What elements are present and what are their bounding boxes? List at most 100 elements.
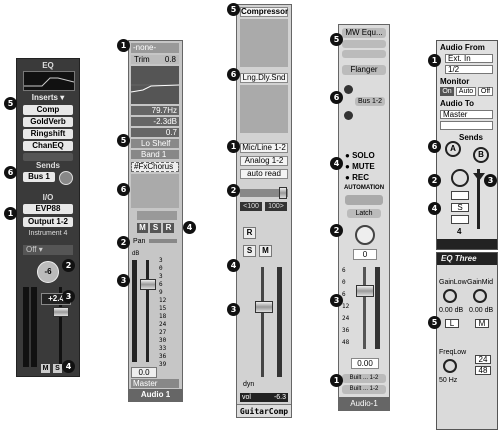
pan-right-readout: 100> [265, 202, 287, 211]
slope-24-button[interactable]: 24 [475, 355, 491, 364]
callout-marker: 3 [330, 294, 343, 307]
volume-fader[interactable] [53, 307, 69, 317]
pan-control[interactable] [149, 239, 177, 243]
pan-slider-handle[interactable] [279, 187, 287, 199]
record-button[interactable]: R [243, 227, 256, 239]
protools-channel-strip: Compressor Lng.Dly.Snd Mic/Line 1-2 Anal… [236, 4, 292, 418]
automation-mode[interactable]: Off ▾ [23, 245, 73, 255]
output-select[interactable]: Analog 1-2 [240, 156, 288, 166]
mute-button[interactable]: M [137, 223, 148, 233]
input-select[interactable]: Mic/Line 1-2 [240, 143, 288, 153]
callout-marker: 2 [117, 236, 130, 249]
track-activator[interactable] [451, 191, 469, 200]
track-name[interactable]: Audio 1 [129, 389, 182, 401]
solo-button[interactable]: S [53, 364, 62, 373]
insert-empty-slot[interactable] [342, 50, 386, 58]
automation-label: AUTOMATION [343, 185, 385, 191]
send-a-knob[interactable]: A [445, 141, 461, 157]
sends-label: Sends [459, 133, 484, 142]
output-select[interactable]: Built ... 1-2 [342, 385, 386, 394]
volume-fader-track [146, 260, 149, 362]
callout-marker: 1 [117, 39, 130, 52]
insert-slot[interactable]: MW Equ... [342, 28, 386, 38]
slope-48-button[interactable]: 48 [475, 366, 491, 375]
input-source-select[interactable]: Ext. In [445, 54, 493, 63]
eq-display[interactable] [23, 71, 75, 91]
eq-graph[interactable] [130, 66, 180, 104]
insert-slot[interactable]: Compressor [240, 7, 289, 17]
automation-mode[interactable]: auto read [240, 169, 288, 179]
solo-button[interactable]: S [150, 223, 161, 233]
audio-from-label: Audio From [440, 43, 485, 52]
mute-button[interactable]: M [259, 245, 272, 257]
input-select[interactable]: Built ... 1-2 [342, 374, 386, 383]
send-b-knob[interactable]: B [473, 147, 489, 163]
send-slot[interactable]: Bus 1 [23, 172, 55, 182]
low-on-button[interactable]: L [445, 319, 459, 328]
volume-fader[interactable] [473, 173, 485, 181]
transport-mini-buttons[interactable] [137, 211, 177, 220]
rec-toggle[interactable]: ● REC [345, 173, 369, 182]
pan-knob[interactable] [451, 169, 469, 187]
mute-toggle[interactable]: ● MUTE [345, 162, 375, 171]
insert-slot[interactable]: -none- [131, 43, 179, 53]
insert-slot[interactable]: GoldVerb [23, 117, 73, 127]
gain-readout[interactable]: -2.3dB [131, 117, 179, 126]
pan-knob[interactable] [355, 225, 375, 245]
gain-mid-label: GainMid [467, 279, 494, 286]
send-level-knob[interactable] [344, 85, 353, 94]
monitor-off-button[interactable]: Off [478, 87, 493, 96]
freq-low-knob[interactable] [443, 359, 457, 373]
band-shelf-select[interactable]: Lo Shelf [131, 139, 179, 148]
send-slot[interactable]: Bus 1-2 [355, 97, 385, 106]
pan-knob[interactable]: -6 [37, 261, 59, 283]
output-channel-select[interactable] [440, 121, 493, 130]
mid-on-button[interactable]: M [475, 319, 489, 328]
solo-toggle[interactable]: ● SOLO [345, 151, 375, 160]
monitor-on-button[interactable]: On [440, 87, 454, 96]
automation-mode[interactable]: Latch [347, 209, 381, 218]
insert-slot[interactable]: Ringshift [23, 129, 73, 139]
gain-low-knob[interactable] [443, 289, 457, 303]
output-select[interactable]: Master [131, 379, 179, 388]
pan-slider[interactable] [240, 189, 288, 197]
mute-button[interactable]: M [41, 364, 50, 373]
input-slot[interactable]: EVP88 [23, 204, 73, 214]
q-readout[interactable]: 0.7 [131, 128, 179, 137]
output-slot[interactable]: Output 1-2 [23, 217, 73, 227]
freq-readout[interactable]: 79.7Hz [131, 106, 179, 115]
insert-slot[interactable]: ChanEQ [23, 141, 73, 151]
insert-slot-empty[interactable] [23, 153, 73, 161]
empty-insert-area [131, 174, 179, 208]
arm-button[interactable] [451, 215, 469, 224]
automation-buttons[interactable] [345, 195, 383, 205]
band-select[interactable]: Band 1 [131, 150, 179, 159]
level-meter [277, 267, 282, 377]
output-select[interactable]: Master [440, 110, 493, 119]
monitor-auto-button[interactable]: Auto [456, 87, 476, 96]
record-button[interactable]: R [163, 223, 174, 233]
trim-row[interactable]: Trim 0.8 [131, 55, 179, 64]
fx-slot[interactable]: #FxChorus [131, 162, 179, 172]
send-slot[interactable]: Lng.Dly.Snd [240, 73, 288, 83]
send-level-knob[interactable] [59, 171, 73, 185]
volume-fader[interactable] [356, 285, 374, 297]
callout-marker: 3 [484, 174, 497, 187]
input-channel-select[interactable]: 1/2 [445, 65, 493, 74]
solo-led-icon: ● [345, 151, 350, 160]
volume-fader[interactable] [140, 279, 156, 290]
insert-slot[interactable]: Comp [23, 105, 73, 115]
track-name[interactable]: GuitarComp [237, 404, 291, 417]
scale-tick: 33 [159, 345, 167, 352]
track-name[interactable]: Audio-1 [339, 397, 389, 410]
solo-button[interactable]: S [451, 203, 469, 212]
fader-value: 0.00 [351, 358, 379, 369]
insert-slot[interactable]: Flanger [342, 65, 386, 75]
insert-empty-slot[interactable] [342, 40, 386, 48]
gain-mid-knob[interactable] [473, 289, 487, 303]
solo-button[interactable]: S [243, 245, 256, 257]
send-level-knob[interactable] [344, 111, 353, 120]
level-meter-left [23, 287, 29, 367]
volume-fader[interactable] [255, 301, 273, 313]
ableton-track-panel: Audio From Ext. In 1/2 Monitor On Auto O… [436, 40, 498, 250]
